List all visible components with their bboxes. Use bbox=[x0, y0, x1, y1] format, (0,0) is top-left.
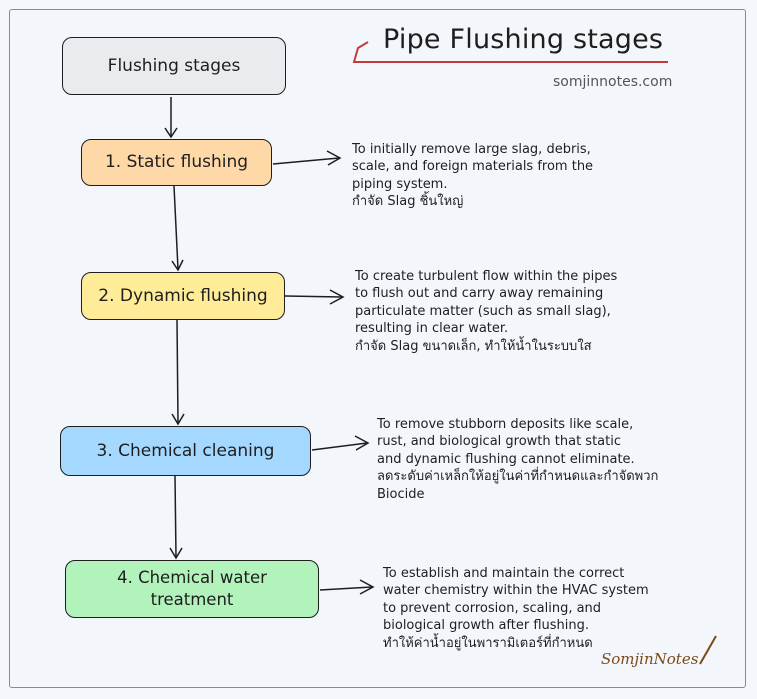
description-text: To remove stubborn deposits like scale, … bbox=[377, 416, 635, 467]
pencil-icon bbox=[699, 635, 717, 665]
arrow-stage4-to-description bbox=[319, 586, 373, 591]
stage-node-chemical-water-treatment: 4. Chemical water treatment bbox=[65, 560, 319, 618]
arrow-stage2-to-description bbox=[284, 295, 343, 298]
description-thai: ทำให้ค่าน้ำอยู่ในพารามิเตอร์ที่กำหนด bbox=[383, 635, 593, 651]
description-thai: กำจัด Slag ชิ้นใหญ่ bbox=[352, 194, 464, 209]
arrow-head bbox=[169, 547, 183, 560]
stage-node-dynamic-flushing: 2. Dynamic flushing bbox=[81, 272, 285, 320]
arrow-head bbox=[164, 127, 178, 139]
arrow-stage3-to-stage4 bbox=[174, 475, 177, 558]
title-underline bbox=[352, 41, 668, 63]
description-thai: กำจัด Slag ขนาดเล็ก, ทำให้น้ำในระบบใส bbox=[355, 338, 592, 354]
website-label: somjinnotes.com bbox=[553, 74, 673, 90]
arrow-head bbox=[329, 289, 345, 305]
arrow-head bbox=[171, 413, 185, 426]
description-text: To create turbulent flow within the pipe… bbox=[355, 268, 618, 337]
arrow-head bbox=[326, 150, 342, 166]
arrow-stage1-to-stage2 bbox=[173, 185, 179, 270]
stage-node-chemical-cleaning: 3. Chemical cleaning bbox=[60, 426, 311, 476]
arrow-stage3-to-description bbox=[311, 442, 368, 451]
description-chemical-water-treatment: To establish and maintain the correct wa… bbox=[383, 547, 723, 670]
arrow-head bbox=[354, 435, 370, 451]
stage-node-static-flushing: 1. Static flushing bbox=[81, 139, 272, 186]
arrow-stage1-to-description bbox=[272, 157, 340, 165]
page-title: Pipe Flushing stages bbox=[383, 24, 664, 55]
arrow-head bbox=[171, 259, 184, 272]
description-text: To establish and maintain the correct wa… bbox=[383, 565, 649, 634]
arrow-stage2-to-stage3 bbox=[176, 319, 179, 424]
description-text: To initially remove large slag, debris, … bbox=[352, 141, 594, 192]
description-chemical-cleaning: To remove stubborn deposits like scale, … bbox=[377, 398, 717, 521]
start-node: Flushing stages bbox=[62, 37, 286, 95]
description-static-flushing: To initially remove large slag, debris, … bbox=[352, 123, 682, 228]
description-thai: ลดระดับค่าเหล็กให้อยู่ในค่าที่กำหนดและกำ… bbox=[377, 469, 659, 502]
signature-logo: SomjinNotes bbox=[601, 650, 699, 668]
description-dynamic-flushing: To create turbulent flow within the pipe… bbox=[355, 250, 695, 373]
arrow-head bbox=[359, 579, 375, 595]
